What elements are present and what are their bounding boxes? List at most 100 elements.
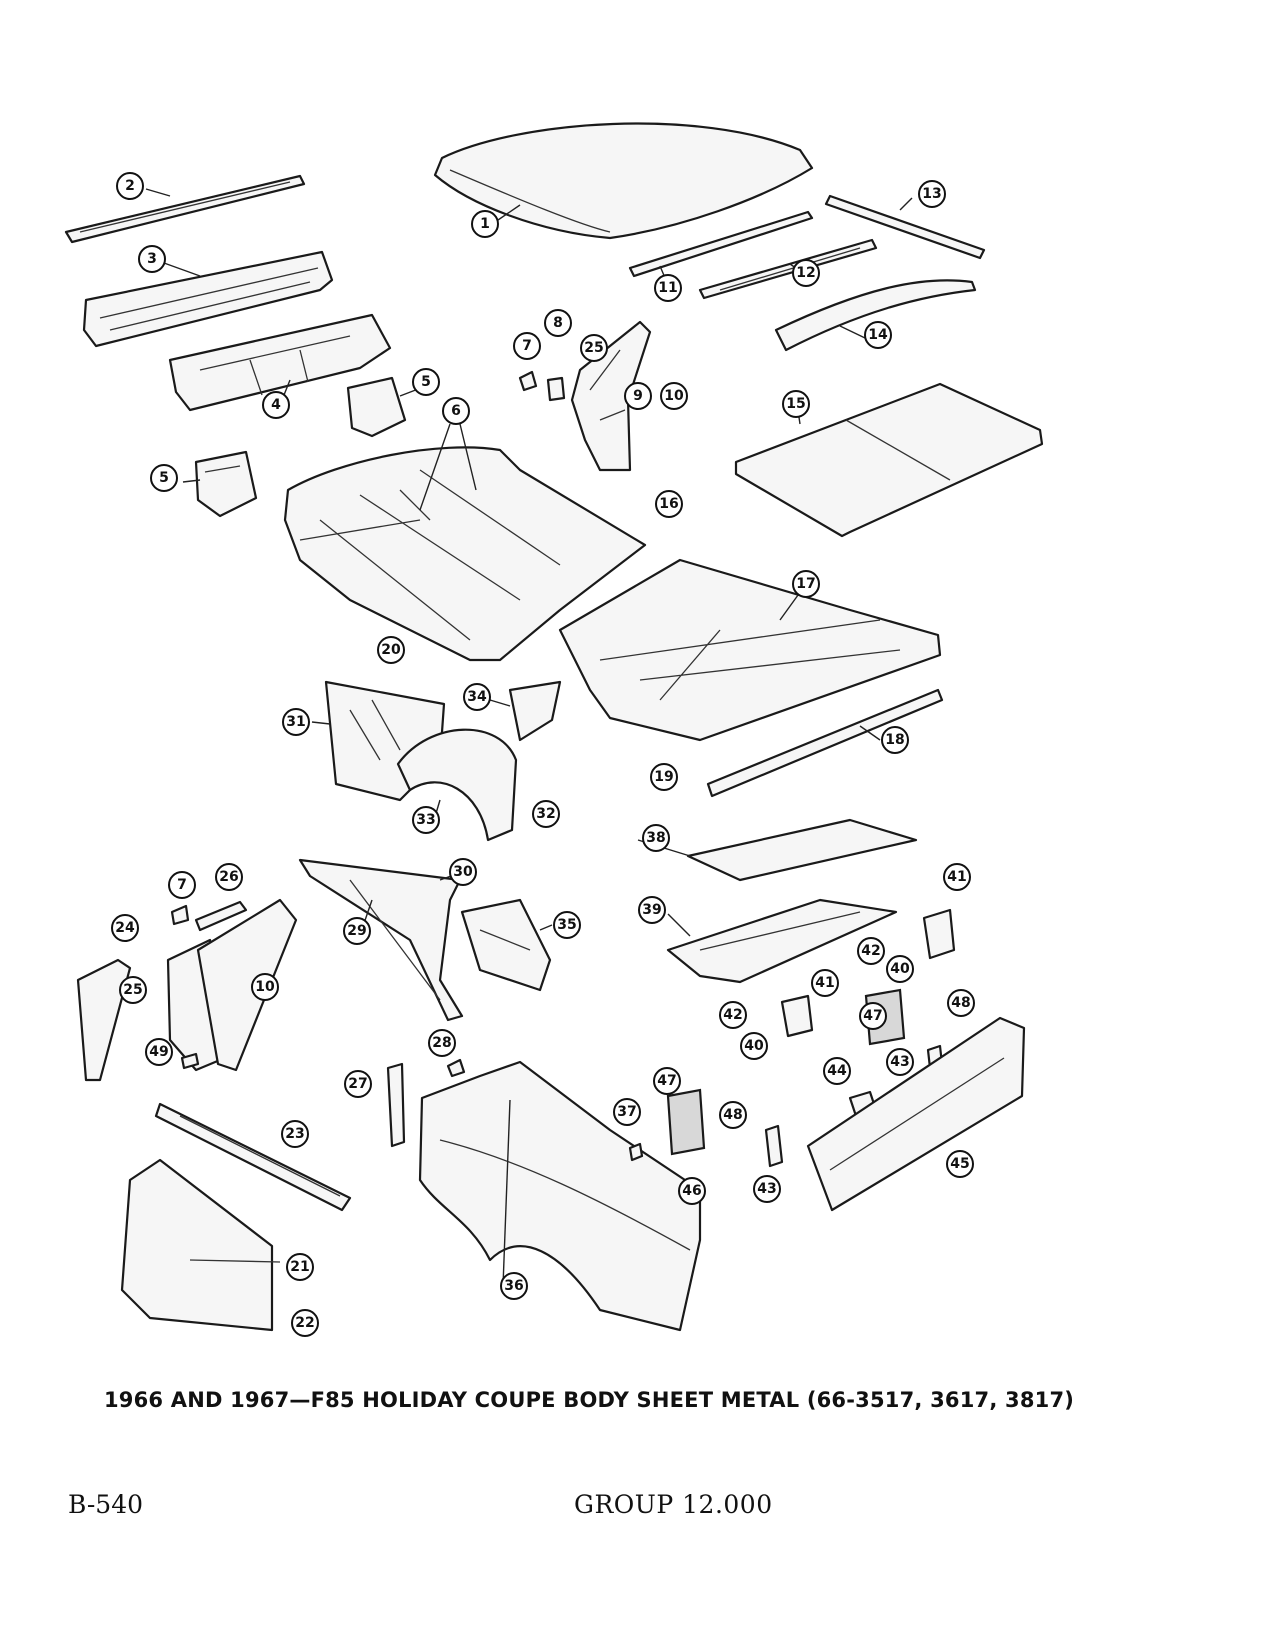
cowl-side-panel: [460, 898, 552, 992]
rear-floor-pan: [558, 558, 942, 742]
callout: 37: [613, 1098, 641, 1126]
svg-text:20: 20: [381, 642, 401, 658]
rear-roof-rail: [774, 279, 977, 352]
svg-text:10: 10: [664, 388, 684, 404]
callout: 26: [215, 863, 243, 891]
group-label: GROUP 12.000: [574, 1490, 773, 1519]
svg-text:14: 14: [868, 327, 888, 343]
callout: 43: [886, 1048, 914, 1076]
windshield-pillar: [298, 858, 464, 1022]
callout: 27: [344, 1070, 372, 1098]
svg-text:42: 42: [723, 1007, 742, 1023]
clip-49: [180, 1052, 200, 1070]
hinge-pillar: [166, 898, 298, 1072]
callout: 5: [412, 368, 440, 396]
svg-text:25: 25: [584, 340, 603, 356]
callout: 23: [281, 1120, 309, 1148]
svg-text:30: 30: [453, 864, 473, 880]
callout: 7: [513, 332, 541, 360]
callout: 7: [168, 871, 196, 899]
svg-text:6: 6: [451, 403, 461, 419]
callout: 5: [150, 464, 178, 492]
roof-bow-11: [628, 210, 814, 278]
svg-text:11: 11: [658, 280, 677, 296]
svg-text:44: 44: [827, 1063, 847, 1079]
reinforcement-upper: [346, 376, 407, 438]
svg-text:45: 45: [950, 1156, 969, 1172]
rocker-panel: [154, 1102, 352, 1212]
callout: 45: [946, 1150, 974, 1178]
svg-text:33: 33: [416, 812, 435, 828]
svg-text:19: 19: [654, 769, 673, 785]
svg-text:8: 8: [553, 315, 563, 331]
callout: 49: [145, 1038, 173, 1066]
svg-text:39: 39: [642, 902, 661, 918]
callout: 40: [740, 1032, 768, 1060]
svg-text:49: 49: [149, 1044, 168, 1060]
callout: 47: [653, 1067, 681, 1095]
svg-text:24: 24: [115, 920, 135, 936]
callout: 35: [553, 911, 581, 939]
callout: 25: [580, 334, 608, 362]
callout: 44: [823, 1057, 851, 1085]
floor-pan: [283, 446, 647, 662]
callout: 46: [678, 1177, 706, 1205]
svg-text:25: 25: [123, 982, 142, 998]
svg-text:13: 13: [922, 186, 941, 202]
svg-text:26: 26: [219, 869, 238, 885]
svg-text:42: 42: [861, 943, 880, 959]
rear-spring-seat-upper: [922, 908, 956, 960]
vent-lower: [666, 1088, 706, 1156]
callout: 11: [654, 274, 682, 302]
svg-text:43: 43: [757, 1181, 776, 1197]
callout: 8: [544, 309, 572, 337]
rear-seat-back-panel: [686, 818, 918, 882]
callout: 13: [918, 180, 946, 208]
svg-text:35: 35: [557, 917, 576, 933]
svg-text:37: 37: [617, 1104, 636, 1120]
svg-text:48: 48: [723, 1107, 742, 1123]
callout: 28: [428, 1029, 456, 1057]
svg-text:17: 17: [796, 576, 815, 592]
callout: 38: [642, 824, 670, 852]
door-outer-panel: [120, 1158, 281, 1332]
callout: 41: [943, 863, 971, 891]
callout: 25: [119, 976, 147, 1004]
callout: 36: [500, 1272, 528, 1300]
deck-lid: [734, 382, 1044, 538]
svg-text:5: 5: [159, 470, 169, 486]
lock-pillar: [386, 1062, 406, 1148]
rear-pillar-inner: [570, 320, 652, 472]
callout: 18: [881, 726, 909, 754]
callout: 47: [859, 1002, 887, 1030]
small-bracket-7b: [170, 904, 190, 926]
svg-text:1: 1: [480, 216, 490, 232]
front-wheelhouse: [396, 728, 518, 842]
svg-text:47: 47: [863, 1008, 882, 1024]
callout: 24: [111, 914, 139, 942]
svg-text:40: 40: [744, 1038, 764, 1054]
exploded-parts-diagram: 1 2 3 4 5 5 6 7 8 25 9 10 11 12 13 14 15…: [64, 122, 1044, 1337]
svg-text:7: 7: [177, 877, 187, 893]
svg-text:10: 10: [255, 979, 275, 995]
rear-compartment-floor: [666, 898, 898, 984]
svg-text:3: 3: [147, 251, 157, 267]
bracket-34: [508, 680, 562, 742]
callout: 3: [138, 245, 166, 273]
callout: 48: [719, 1101, 747, 1129]
callout: 34: [463, 683, 491, 711]
callout: 9: [624, 382, 652, 410]
callout: 6: [442, 397, 470, 425]
cowl-panel: [82, 250, 334, 348]
rear-spring-seat-lower: [780, 994, 814, 1038]
back-window-header: [824, 194, 986, 260]
callout: 42: [857, 937, 885, 965]
svg-text:5: 5: [421, 374, 431, 390]
svg-text:18: 18: [885, 732, 904, 748]
svg-text:2: 2: [125, 178, 135, 194]
svg-text:22: 22: [295, 1315, 314, 1331]
callout: 1: [471, 210, 499, 238]
page-number: B-540: [68, 1490, 143, 1519]
svg-text:32: 32: [536, 806, 555, 822]
callout: 10: [660, 382, 688, 410]
